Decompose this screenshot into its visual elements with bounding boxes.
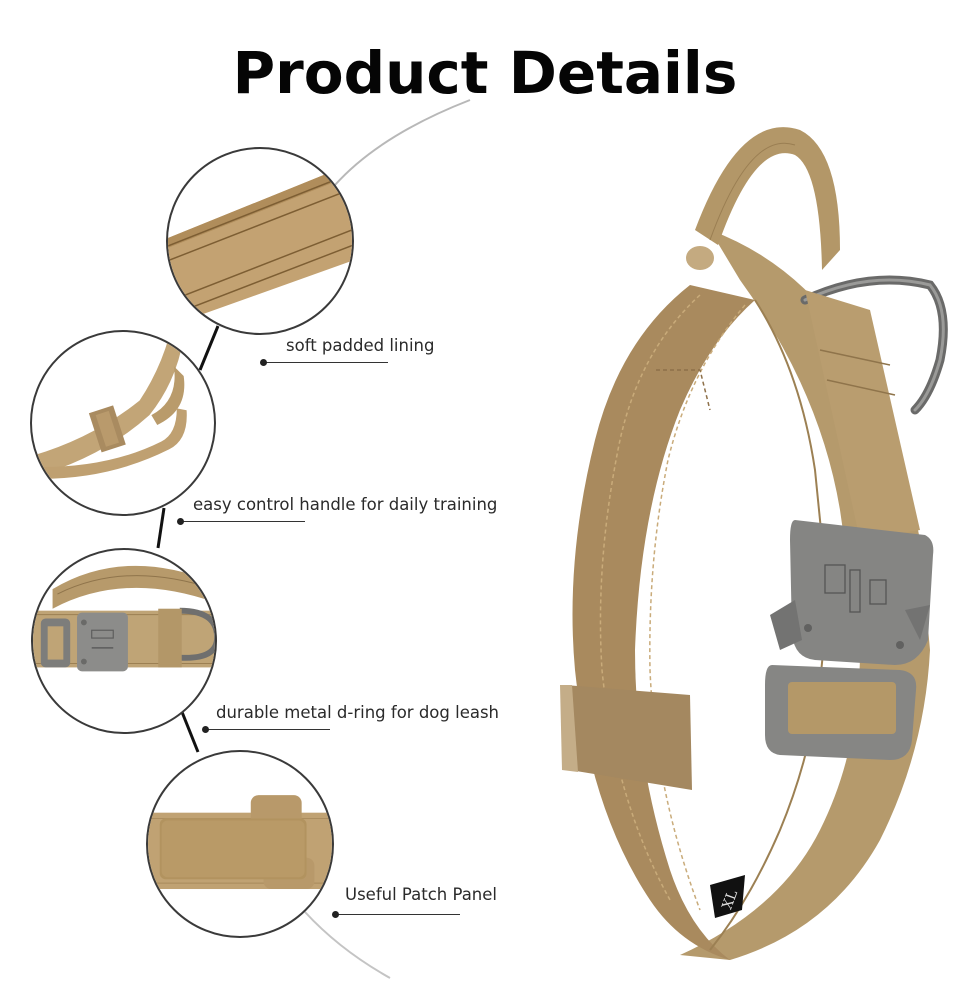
detail-circle-handle xyxy=(30,330,216,516)
detail-circle-padded-lining xyxy=(166,147,354,335)
detail-circle-patch-panel xyxy=(146,750,334,938)
feature-label-padded-lining: soft padded lining xyxy=(286,336,435,355)
size-tag: XL xyxy=(720,888,742,912)
buckle-dring-icon xyxy=(33,565,215,672)
patch-panel-icon xyxy=(148,795,332,890)
pointer-dot-icon xyxy=(177,518,184,525)
padded-lining-icon xyxy=(168,163,352,327)
pointer-padded-lining xyxy=(260,359,388,366)
pointer-handle xyxy=(177,518,305,525)
feature-label-dring: durable metal d-ring for dog leash xyxy=(216,703,500,722)
detail-circle-buckle-dring xyxy=(31,548,217,734)
feature-label-patch-panel: Useful Patch Panel xyxy=(345,885,497,904)
collar-icon: XL xyxy=(560,127,948,960)
pointer-dring xyxy=(202,726,330,733)
handle-icon xyxy=(32,336,187,479)
pointer-patch-panel xyxy=(332,911,460,918)
pointer-dot-icon xyxy=(260,359,267,366)
page-title: Product Details xyxy=(232,39,738,107)
product-image-collar: XL xyxy=(540,110,958,980)
pointer-dot-icon xyxy=(332,911,339,918)
feature-label-handle: easy control handle for daily training xyxy=(193,495,498,514)
pointer-dot-icon xyxy=(202,726,209,733)
